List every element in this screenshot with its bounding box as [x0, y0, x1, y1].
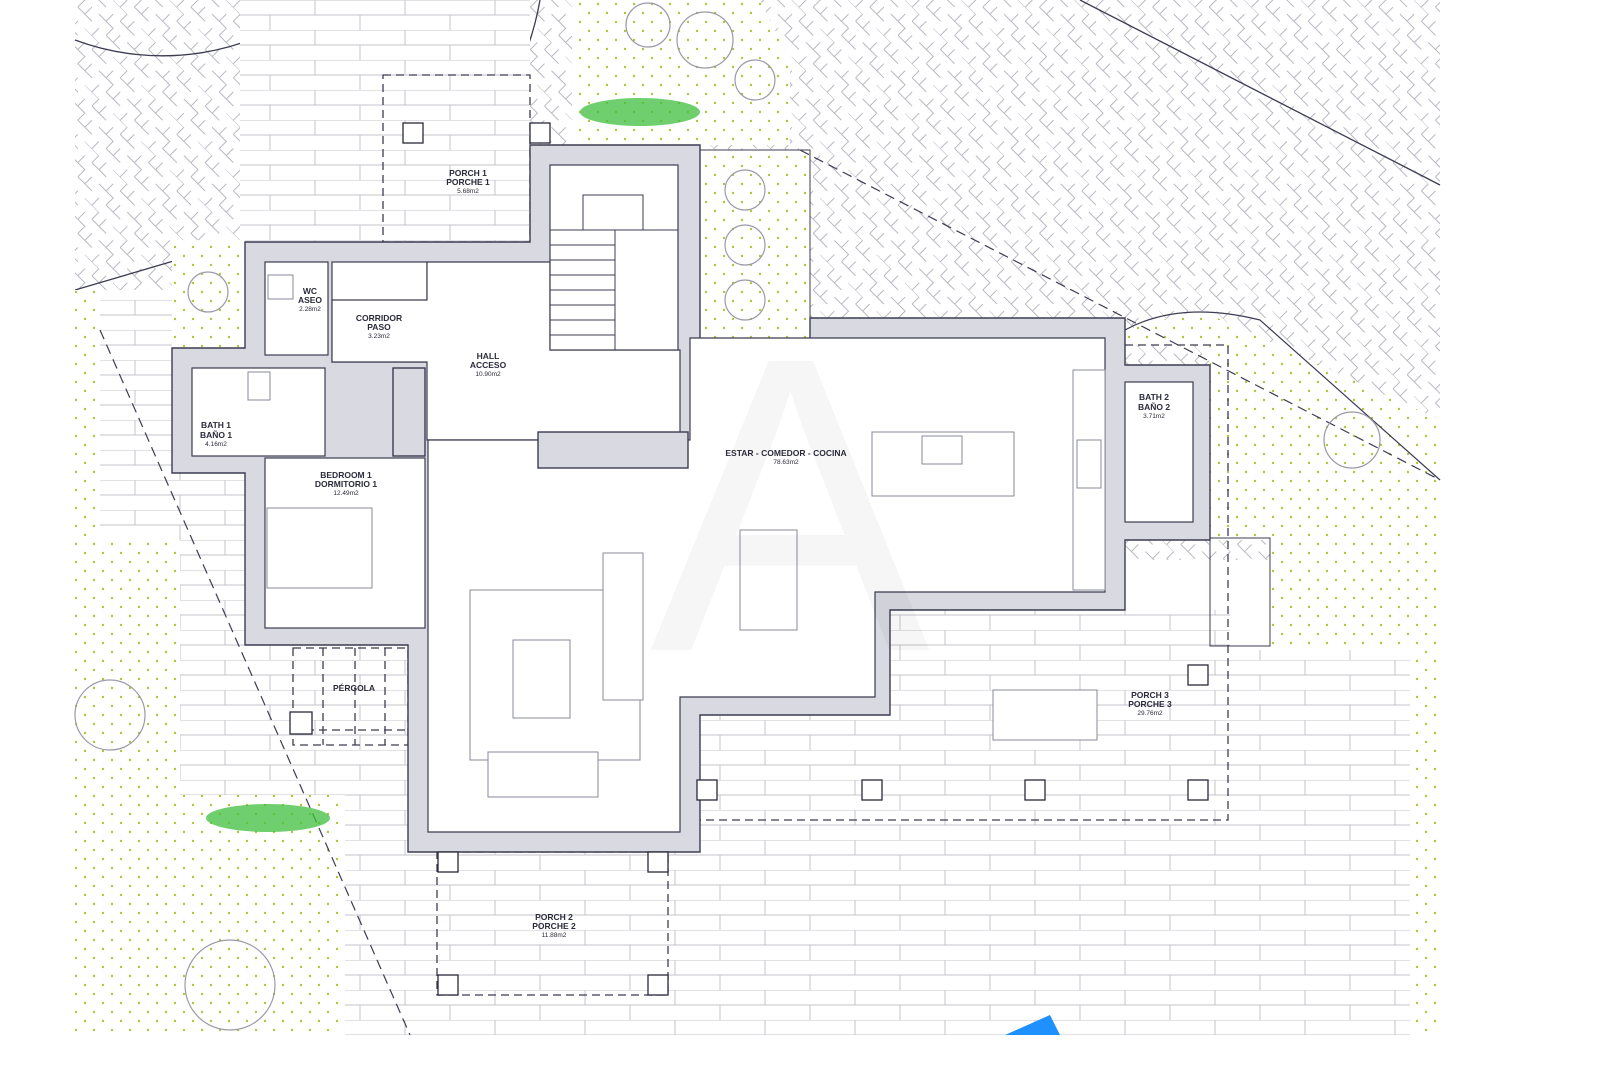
hall-label: HALL — [477, 351, 500, 361]
bath2-label: BATH 2 — [1139, 392, 1169, 402]
tree-icon — [676, 11, 734, 69]
pergola-label: PÉRGOLA — [333, 683, 375, 693]
living-label: ESTAR - COMEDOR - COCINA — [725, 448, 846, 458]
west-paving — [100, 290, 410, 1035]
hall-room — [331, 261, 681, 441]
tree-icon — [184, 939, 276, 1031]
site-edge-ne — [1079, 0, 1441, 186]
porch3-label-es: PORCHE 3 — [1128, 699, 1172, 709]
porch2-label: PORCH 2 — [535, 912, 573, 922]
sofa-2 — [487, 751, 599, 798]
property-line — [799, 149, 1441, 481]
shrub-icon — [580, 98, 700, 126]
trees — [74, 2, 1381, 1031]
porch1-label: PORCH 1 — [449, 168, 487, 178]
porch2-label-es: PORCHE 2 — [532, 921, 576, 931]
corridor-label-es: PASO — [367, 322, 391, 332]
site-paving — [74, 0, 1441, 1036]
wc-label: WC — [303, 286, 317, 296]
cooktop-icon — [921, 435, 963, 465]
wc-area: 2.28m2 — [299, 306, 321, 313]
bed — [266, 507, 373, 589]
dining-table — [739, 529, 798, 631]
tree-icon — [625, 2, 671, 48]
bath2-area: 3.71m2 — [1143, 413, 1165, 420]
fireplace — [537, 431, 689, 469]
shrubs — [206, 98, 700, 832]
bath2-room — [1124, 381, 1194, 523]
tree-icon — [187, 271, 229, 313]
corridor-label: CORRIDOR — [356, 313, 402, 323]
pool-corner — [1005, 1015, 1060, 1035]
wc-label-es: ASEO — [298, 295, 322, 305]
tree-icon — [734, 59, 776, 101]
hall-label-es: ACCESO — [470, 360, 507, 370]
tree-icon — [724, 279, 766, 321]
stair-treads — [550, 194, 678, 350]
wardrobe — [392, 367, 426, 457]
sofa — [602, 552, 644, 701]
steps — [1209, 537, 1271, 647]
watermark-logo: A — [650, 271, 932, 740]
bath1-label: BATH 1 — [201, 420, 231, 430]
bedroom1-label: BEDROOM 1 — [320, 470, 372, 480]
corridor-area: 3.23m2 — [368, 333, 390, 340]
nw-planter — [172, 240, 245, 348]
stair — [549, 164, 679, 351]
toilet-icon — [267, 274, 294, 300]
sink-icon — [1076, 439, 1102, 489]
east-garden — [1125, 310, 1440, 1035]
tree-icon — [74, 679, 146, 751]
tree-icon — [724, 224, 766, 266]
porch3-label: PORCH 3 — [1131, 690, 1169, 700]
porch1-paving — [240, 0, 530, 242]
porch2-area: 11.88m2 — [542, 932, 567, 939]
bedroom1-area: 12.49m2 — [333, 490, 359, 497]
hall-area: 10.90m2 — [475, 371, 501, 378]
columns — [289, 122, 1209, 996]
porch2-outline — [436, 851, 669, 996]
toilet-icon — [247, 371, 271, 401]
porch1-label-es: PORCHE 1 — [446, 177, 490, 187]
porch3-area: 29.76m2 — [1137, 710, 1163, 717]
furniture — [247, 274, 1106, 798]
bath1-label-es: BAÑO 1 — [200, 430, 232, 440]
terrace-table — [992, 689, 1098, 741]
garden-curve-edge — [1124, 311, 1441, 481]
room-labels: PORCH 1 PORCHE 1 5.68m2 WC ASEO 2.28m2 C… — [200, 168, 1172, 939]
west-garden — [75, 290, 345, 1035]
property-line-west — [99, 329, 411, 1036]
shrub-icon — [206, 804, 330, 832]
tree-planter — [699, 149, 811, 351]
living-area: 78.63m2 — [773, 459, 799, 466]
bath2-label-es: BAÑO 2 — [1138, 402, 1170, 412]
bath1-area: 4.16m2 — [205, 441, 227, 448]
coffee-table — [512, 639, 571, 719]
tree-icon — [724, 169, 766, 211]
porch1-area: 5.68m2 — [457, 188, 479, 195]
porch3-outline — [700, 344, 1229, 821]
tree-icon — [1323, 411, 1381, 469]
bedroom1-label-es: DORMITORIO 1 — [315, 479, 377, 489]
